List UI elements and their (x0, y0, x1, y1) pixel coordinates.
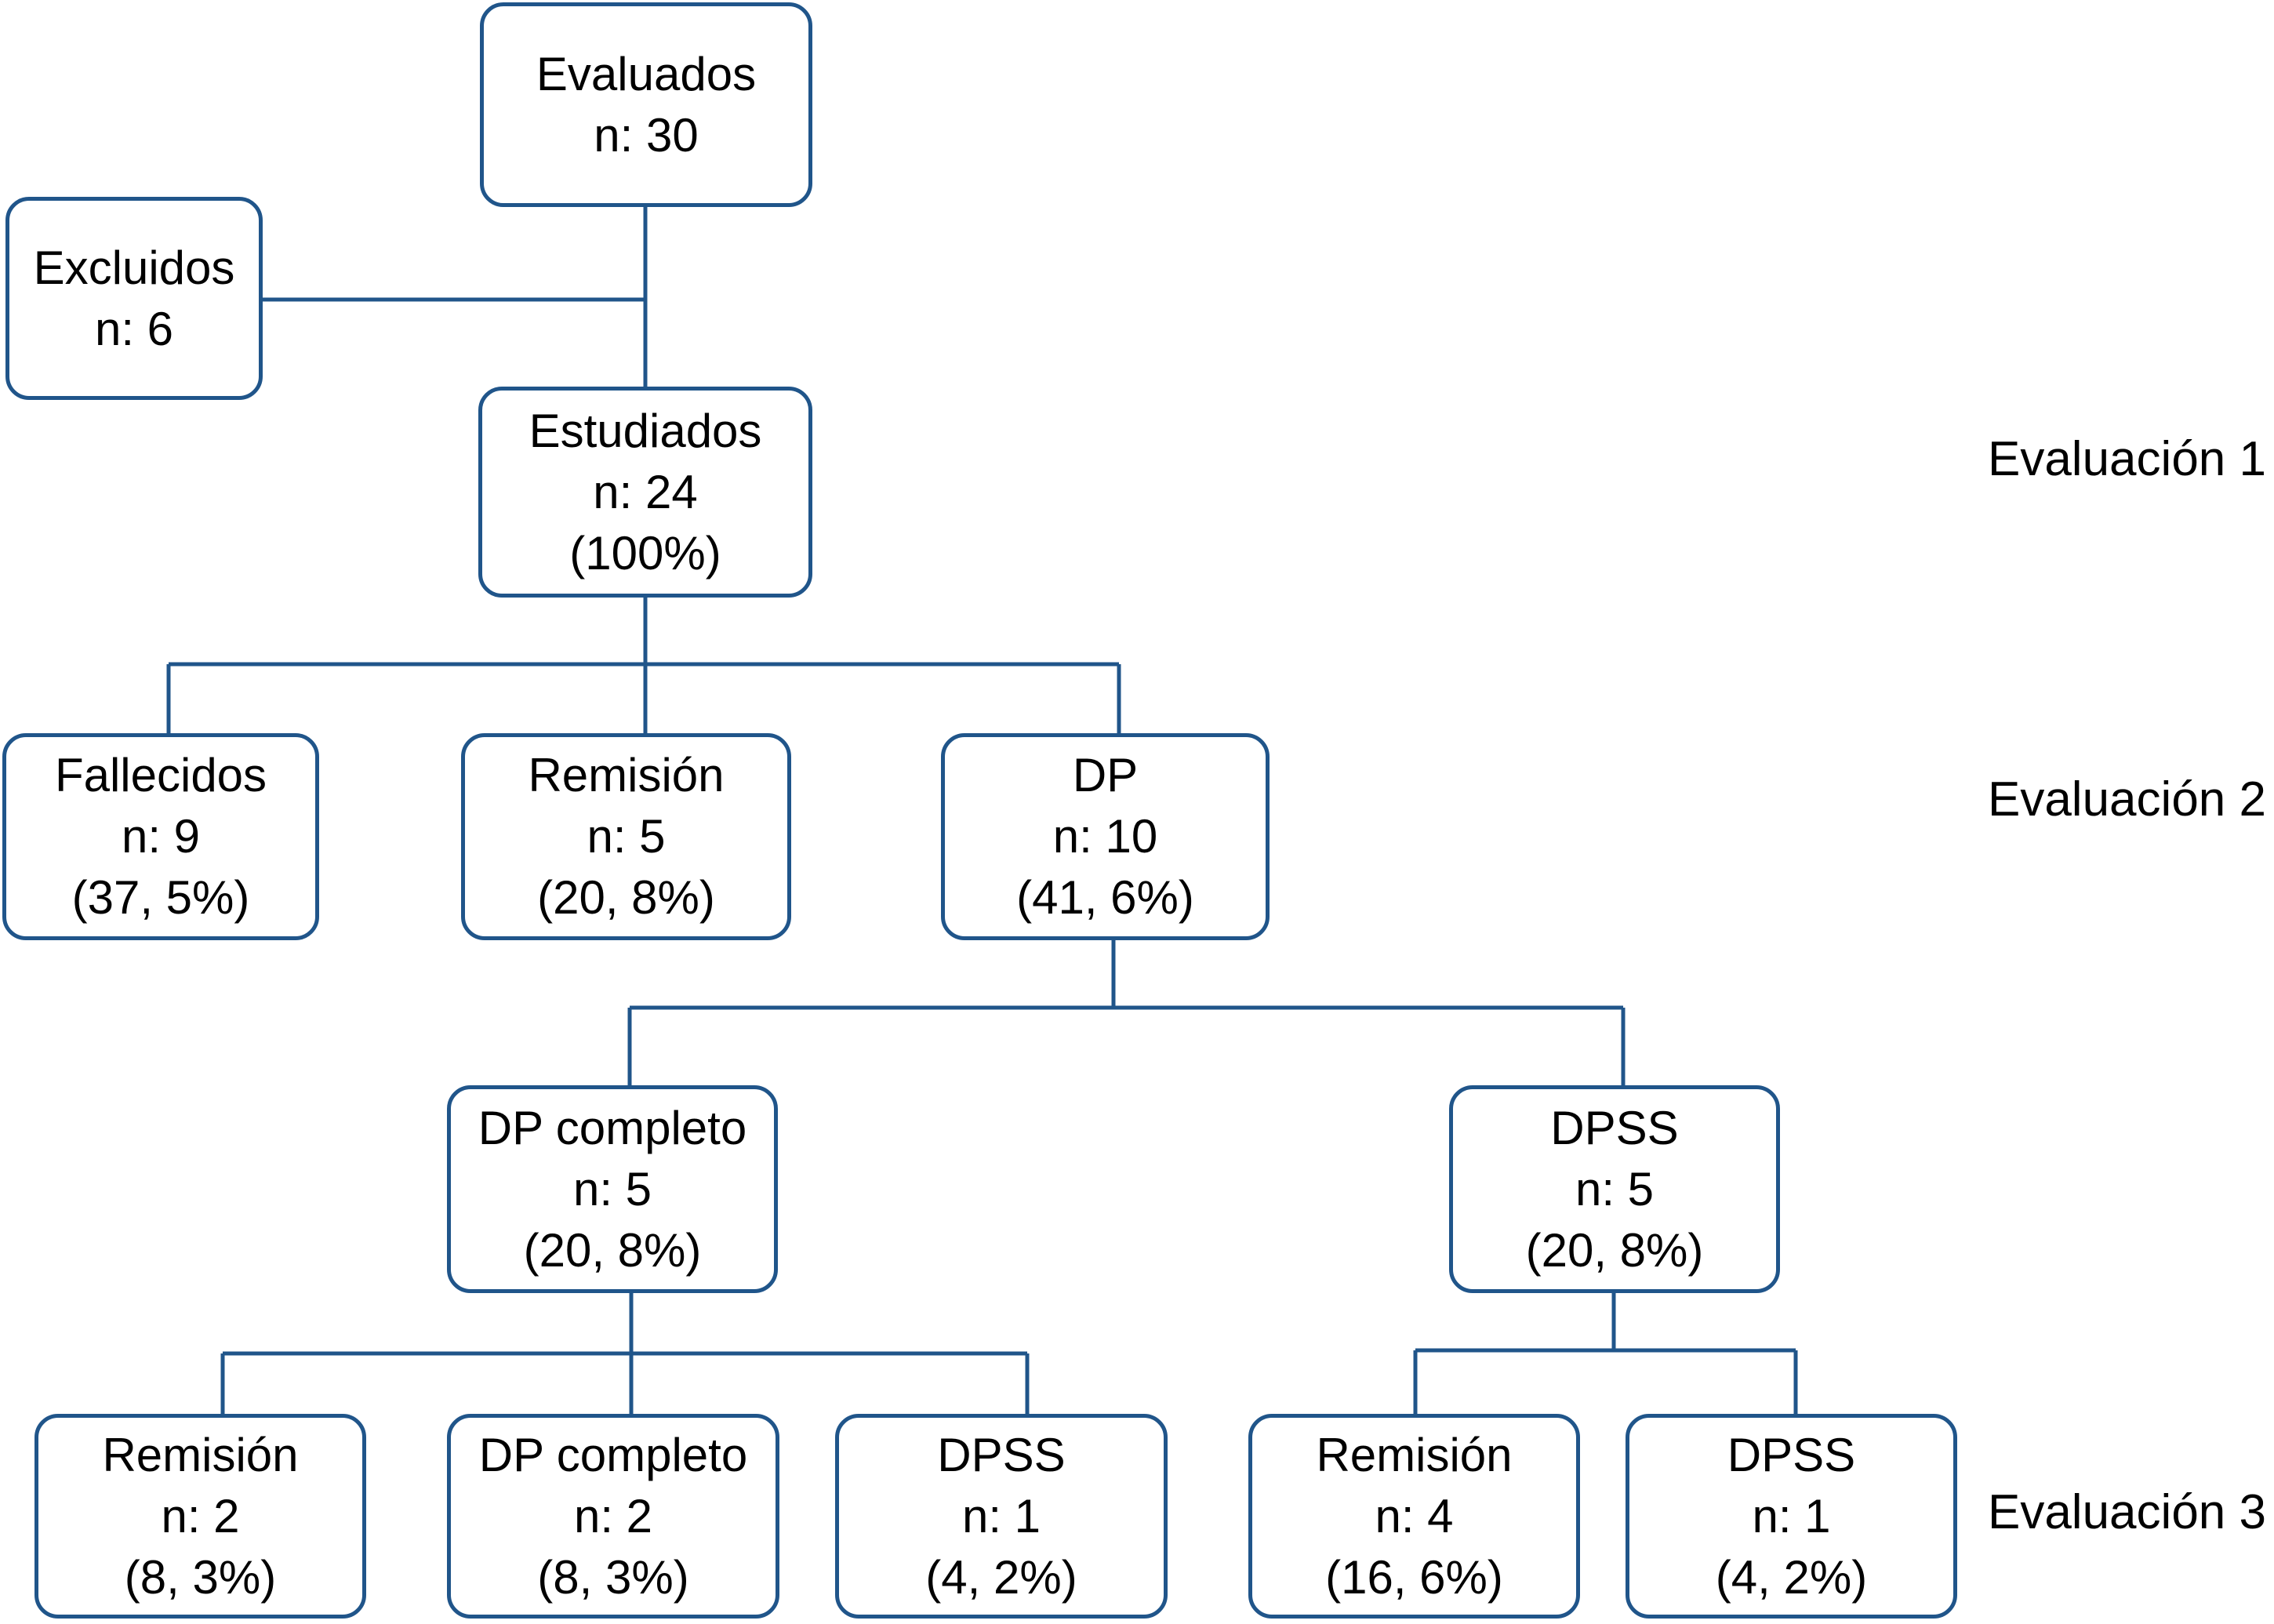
node-count: n: 1 (961, 1489, 1041, 1542)
node-dpss: DPSS n: 5 (20, 8%) (1449, 1085, 1780, 1293)
connector-dp-row3 (627, 940, 1626, 1085)
node-dpss-eval3-left: DPSS n: 1 (4, 2%) (835, 1414, 1168, 1619)
node-percent: (41, 6%) (1016, 871, 1194, 924)
node-remision-eval3-right: Remisión n: 4 (16, 6%) (1248, 1414, 1580, 1619)
node-count: n: 24 (593, 465, 698, 518)
node-remision-eval2: Remisión n: 5 (20, 8%) (461, 733, 791, 940)
node-percent: (8, 3%) (124, 1550, 277, 1604)
node-percent: (100%) (569, 526, 721, 579)
node-dp-completo: DP completo n: 5 (20, 8%) (447, 1085, 778, 1293)
node-percent: (20, 8%) (537, 871, 715, 924)
node-label: Remisión (102, 1428, 299, 1481)
node-count: n: 1 (1752, 1489, 1831, 1542)
node-percent: (4, 2%) (1715, 1550, 1868, 1604)
node-count: n: 2 (161, 1489, 240, 1542)
node-label: Fallecidos (54, 749, 267, 801)
node-label: DP (1072, 749, 1139, 801)
stage-label-evaluacion-2: Evaluación 2 (1987, 772, 2266, 827)
node-count: n: 9 (121, 810, 201, 863)
node-percent: (8, 3%) (537, 1550, 689, 1604)
node-label: Estudiados (529, 404, 762, 457)
node-excluidos: Excluidos n: 6 (5, 197, 263, 400)
node-label: DPSS (1727, 1428, 1856, 1481)
node-dp: DP n: 10 (41, 6%) (941, 733, 1270, 940)
node-percent: (37, 5%) (71, 871, 250, 924)
node-dpss-eval3-right: DPSS n: 1 (4, 2%) (1626, 1414, 1957, 1619)
node-remision-eval3-left: Remisión n: 2 (8, 3%) (35, 1414, 366, 1619)
node-dp-completo-eval3: DP completo n: 2 (8, 3%) (447, 1414, 779, 1619)
connector-dpcompleto-row4 (220, 1293, 1030, 1414)
node-count: n: 2 (573, 1489, 653, 1542)
node-percent: (4, 2%) (925, 1550, 1077, 1604)
node-count: n: 5 (587, 810, 666, 863)
node-label: DPSS (937, 1428, 1066, 1481)
node-label: Evaluados (536, 47, 757, 100)
node-count: n: 10 (1052, 810, 1158, 863)
connector-estudiados-row2 (166, 598, 1121, 733)
node-label: Remisión (1316, 1428, 1513, 1481)
node-count: n: 30 (594, 108, 699, 162)
node-count: n: 5 (1575, 1162, 1655, 1215)
node-evaluados: Evaluados n: 30 (480, 2, 812, 207)
node-label: DP completo (478, 1101, 747, 1154)
node-label: Excluidos (33, 241, 235, 294)
node-count: n: 6 (94, 302, 174, 355)
node-label: DPSS (1550, 1101, 1679, 1154)
node-label: Remisión (528, 749, 725, 801)
node-count: n: 4 (1375, 1489, 1454, 1542)
node-fallecidos: Fallecidos n: 9 (37, 5%) (2, 733, 319, 940)
node-percent: (20, 8%) (523, 1223, 702, 1277)
stage-label-evaluacion-1: Evaluación 1 (1987, 432, 2266, 486)
connector-dpss-row4 (1413, 1293, 1798, 1414)
stage-label-evaluacion-3: Evaluación 3 (1987, 1485, 2266, 1539)
node-percent: (16, 6%) (1325, 1550, 1503, 1604)
node-count: n: 5 (572, 1162, 652, 1215)
node-label: DP completo (478, 1428, 748, 1481)
node-percent: (20, 8%) (1525, 1223, 1704, 1277)
node-estudiados: Estudiados n: 24 (100%) (478, 387, 812, 598)
